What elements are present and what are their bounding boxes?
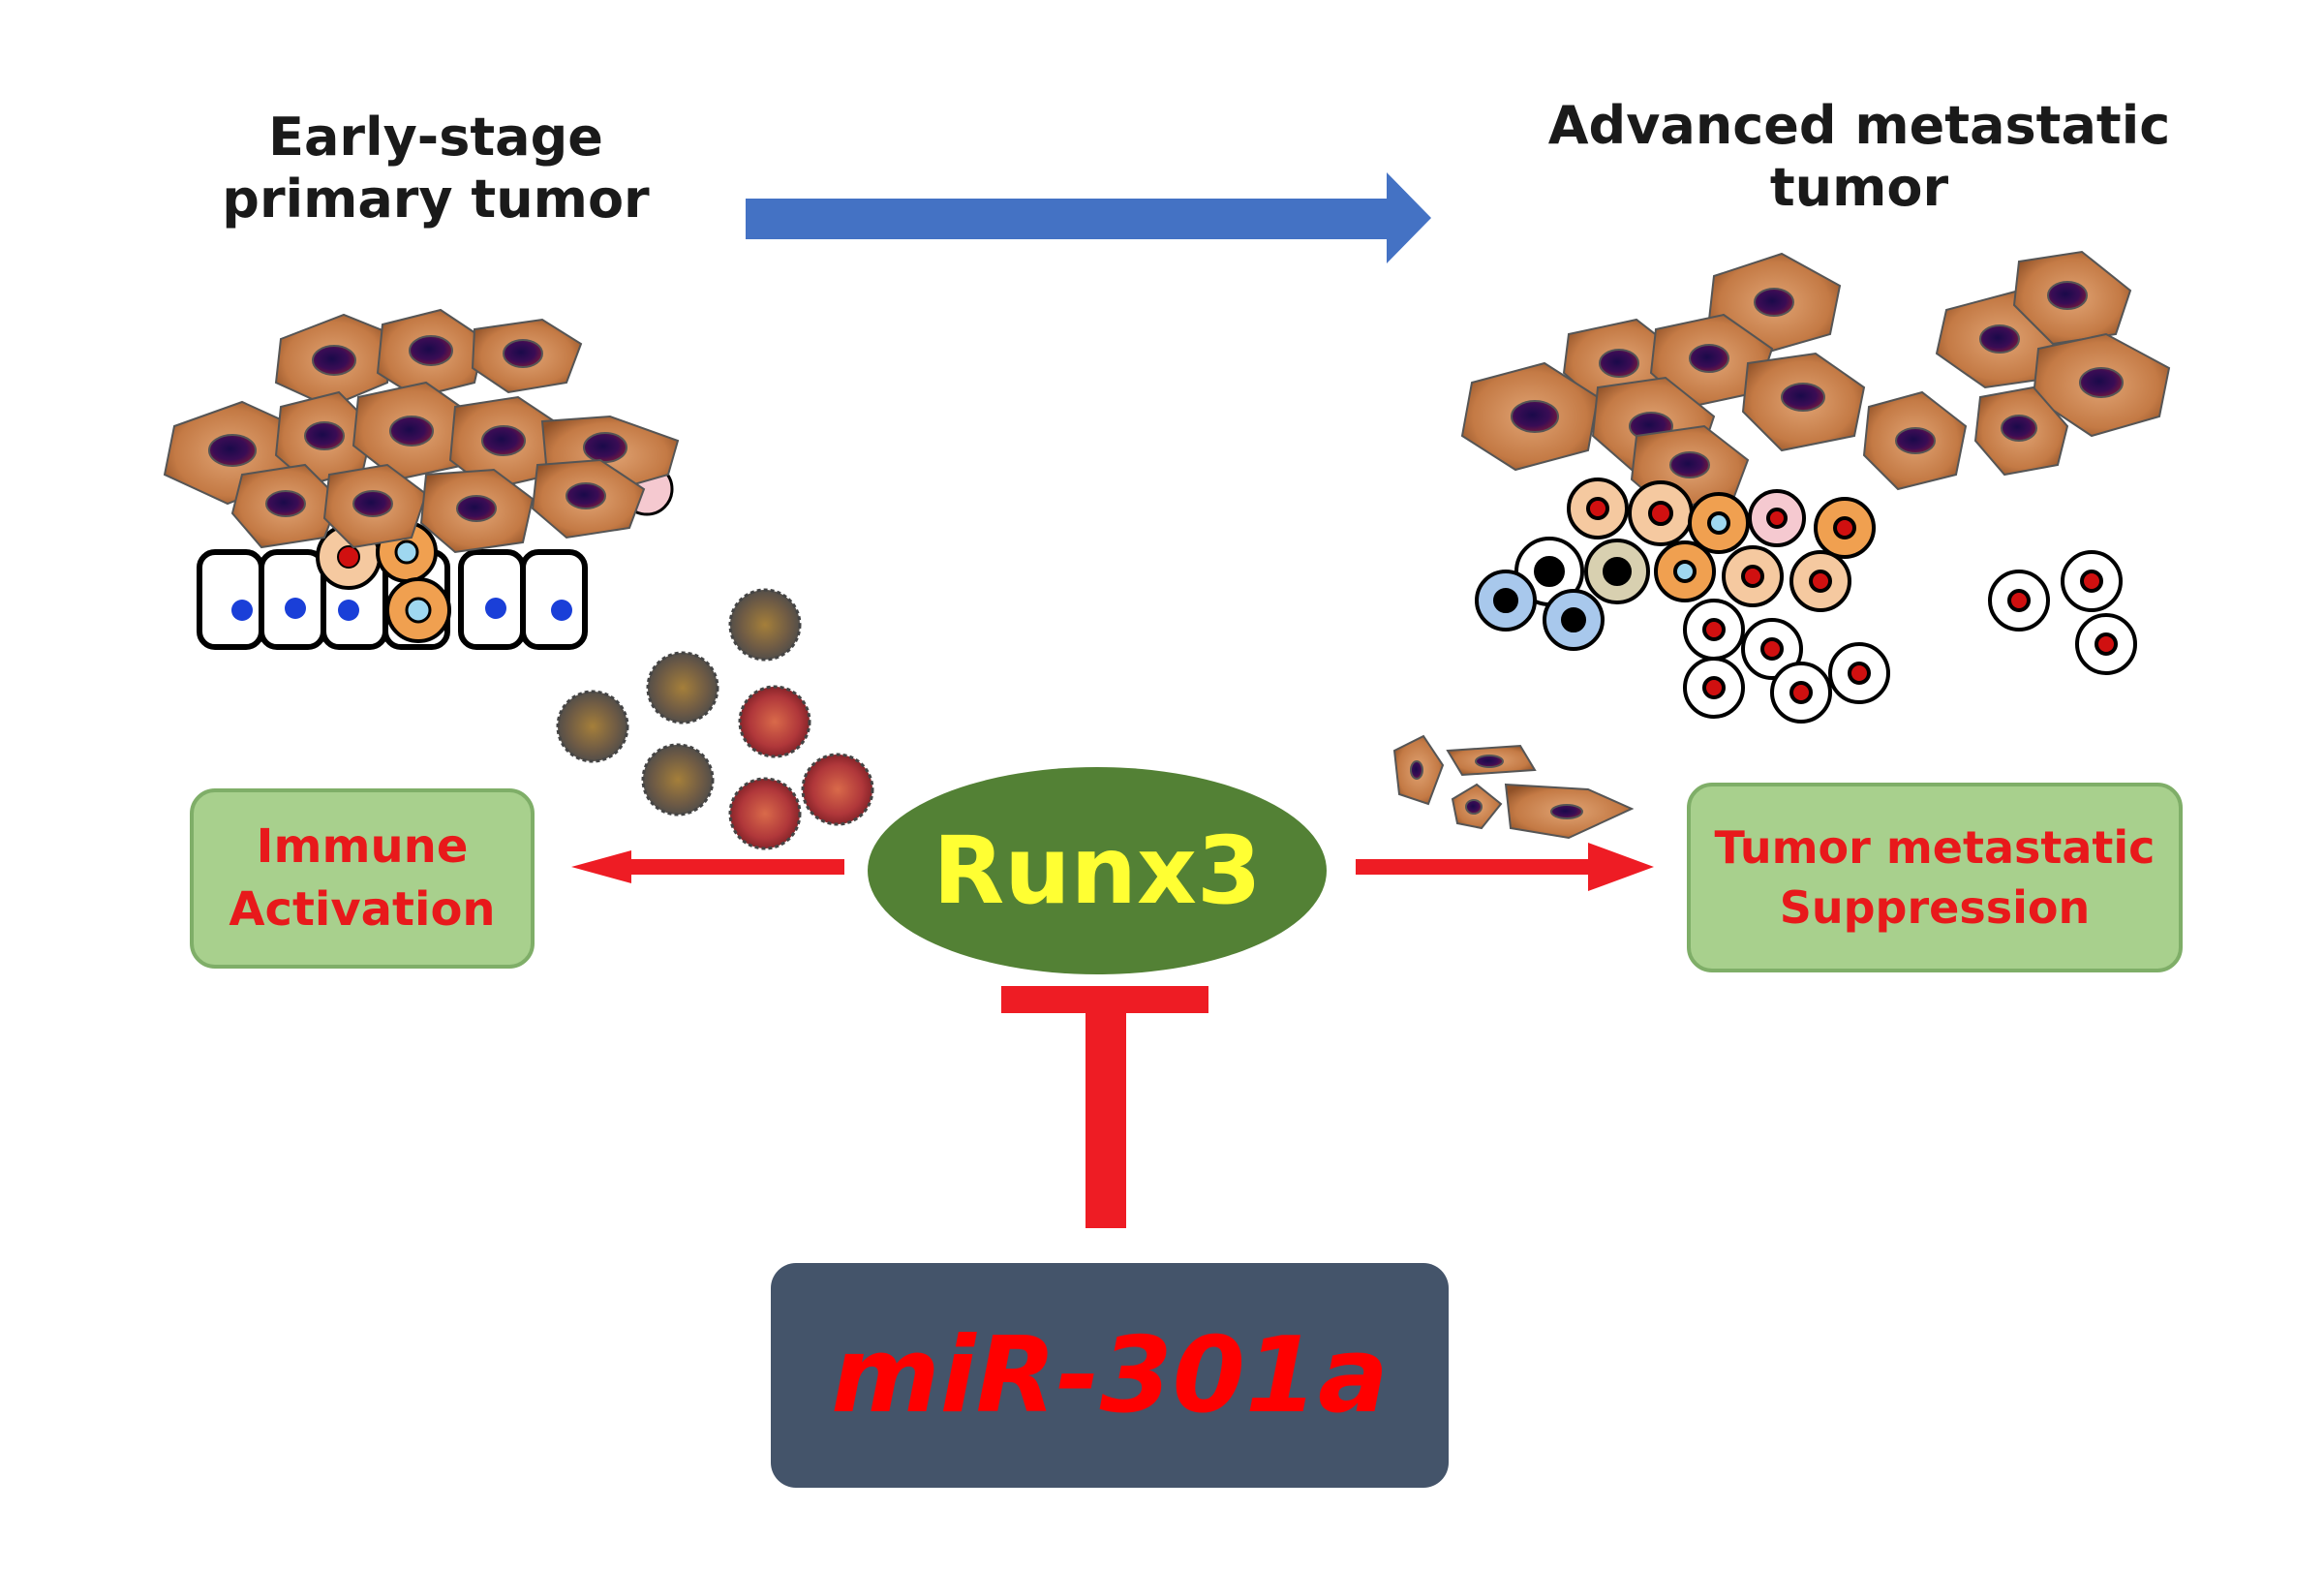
metastatic-suppression-box: Tumor metastatic Suppression (1687, 783, 2183, 972)
advanced-line-1: Advanced metastatic (1547, 95, 2171, 156)
early-stage-line-1: Early-stage (268, 107, 603, 168)
early-tumor-illustration (163, 308, 680, 650)
advanced-tumor-label: Advanced metastatic tumor (1511, 95, 2208, 218)
tumor-cells-advanced (1460, 250, 2171, 510)
progression-arrow (746, 172, 1431, 263)
immune-activation-box: Immune Activation (190, 788, 535, 969)
suppression-line-1: Tumor metastatic (1714, 820, 2156, 874)
arrow-to-immune (571, 850, 844, 883)
advanced-line-2: tumor (1769, 156, 1949, 218)
red-arrows (571, 843, 1654, 891)
early-stage-line-2: primary tumor (222, 168, 650, 230)
inhibition-bar (1001, 986, 1208, 1228)
early-stage-label: Early-stage primary tumor (165, 107, 707, 230)
immune-line-2: Activation (229, 882, 496, 937)
immune-particles (556, 588, 874, 850)
arrow-to-suppression (1356, 843, 1654, 891)
advanced-tumor-illustration (1460, 250, 2171, 724)
runx3-node: Runx3 (868, 767, 1327, 974)
migrating-cells (1392, 734, 1635, 840)
epithelial-cells (197, 549, 588, 650)
tumor-cells (163, 308, 680, 554)
mir-301a-node: miR-301a (771, 1263, 1449, 1488)
immune-line-1: Immune (256, 819, 469, 875)
mixed-cells-advanced (1475, 478, 2137, 724)
mir-301a-label: miR-301a (831, 1314, 1389, 1436)
runx3-label: Runx3 (933, 817, 1262, 925)
suppression-line-2: Suppression (1779, 881, 2091, 934)
